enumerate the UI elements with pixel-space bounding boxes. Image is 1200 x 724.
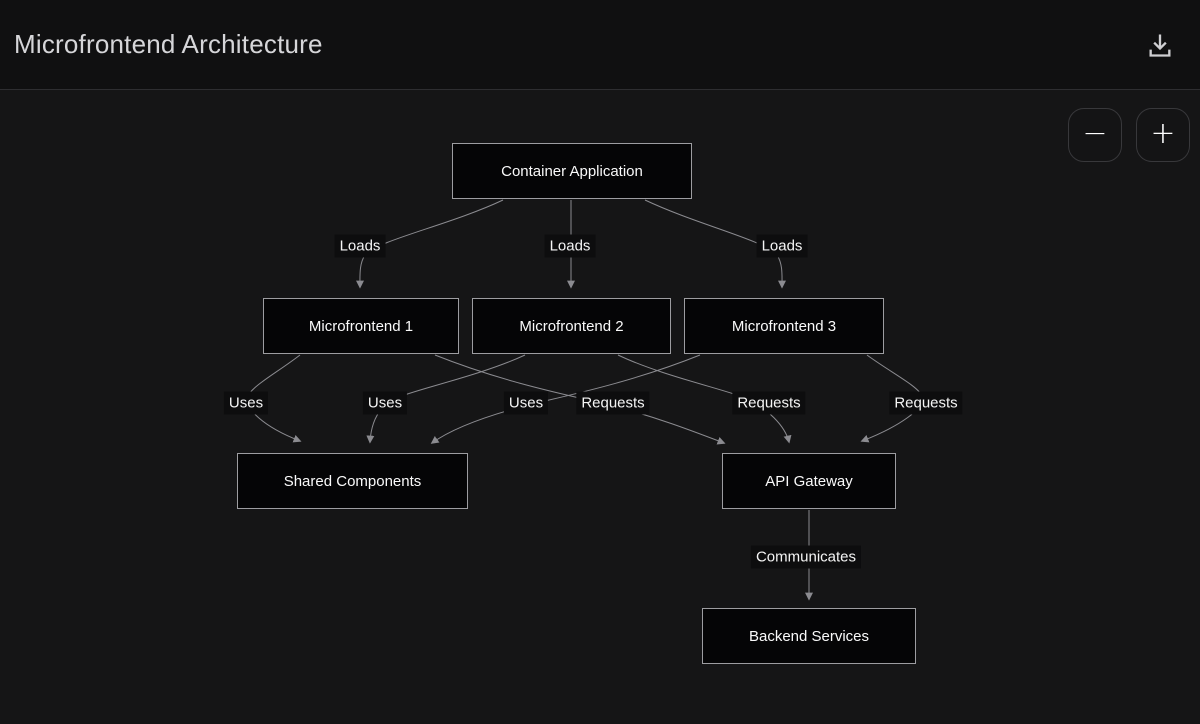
diagram-node-shared-components[interactable]: Shared Components bbox=[237, 453, 468, 509]
node-label: Microfrontend 1 bbox=[308, 317, 414, 335]
plus-icon: + bbox=[1150, 115, 1176, 151]
diagram-node-microfrontend-3[interactable]: Microfrontend 3 bbox=[684, 298, 884, 354]
node-label: Backend Services bbox=[748, 627, 870, 645]
edge-label-loads-3: Loads bbox=[756, 234, 808, 258]
edge-mf3-shared bbox=[430, 354, 701, 444]
zoom-controls: − + bbox=[1068, 108, 1190, 162]
node-label: Microfrontend 2 bbox=[519, 317, 624, 335]
edge-label-requests-1: Requests bbox=[576, 391, 650, 415]
download-button[interactable] bbox=[1142, 27, 1178, 63]
diagram-node-microfrontend-1[interactable]: Microfrontend 1 bbox=[263, 298, 459, 354]
edge-label-requests-3: Requests bbox=[889, 391, 963, 415]
diagram-node-microfrontend-2[interactable]: Microfrontend 2 bbox=[472, 298, 671, 354]
download-icon bbox=[1146, 31, 1174, 59]
diagram-node-api-gateway[interactable]: API Gateway bbox=[722, 453, 896, 509]
edge-label-loads-2: Loads bbox=[544, 234, 596, 258]
edge-label-loads-1: Loads bbox=[334, 234, 386, 258]
page-title: Microfrontend Architecture bbox=[14, 29, 323, 59]
header: Microfrontend Architecture bbox=[0, 0, 1200, 90]
edge-label-uses-2: Uses bbox=[362, 391, 408, 415]
edge-label-uses-1: Uses bbox=[223, 391, 269, 415]
node-label: Shared Components bbox=[283, 472, 422, 490]
minus-icon: − bbox=[1082, 115, 1108, 151]
zoom-out-button[interactable]: − bbox=[1068, 108, 1122, 162]
edge-label-uses-3: Uses bbox=[503, 391, 549, 415]
diagram-canvas[interactable]: Loads Loads Loads Uses Uses Uses Request… bbox=[0, 91, 1200, 724]
node-label: Microfrontend 3 bbox=[731, 317, 837, 335]
zoom-in-button[interactable]: + bbox=[1136, 108, 1190, 162]
edge-label-requests-2: Requests bbox=[732, 391, 806, 415]
edge-label-communicates: Communicates bbox=[750, 545, 862, 569]
diagram-node-container-application[interactable]: Container Application bbox=[452, 143, 692, 199]
diagram-node-backend-services[interactable]: Backend Services bbox=[702, 608, 916, 664]
node-label: Container Application bbox=[501, 162, 643, 180]
node-label: API Gateway bbox=[765, 472, 853, 490]
